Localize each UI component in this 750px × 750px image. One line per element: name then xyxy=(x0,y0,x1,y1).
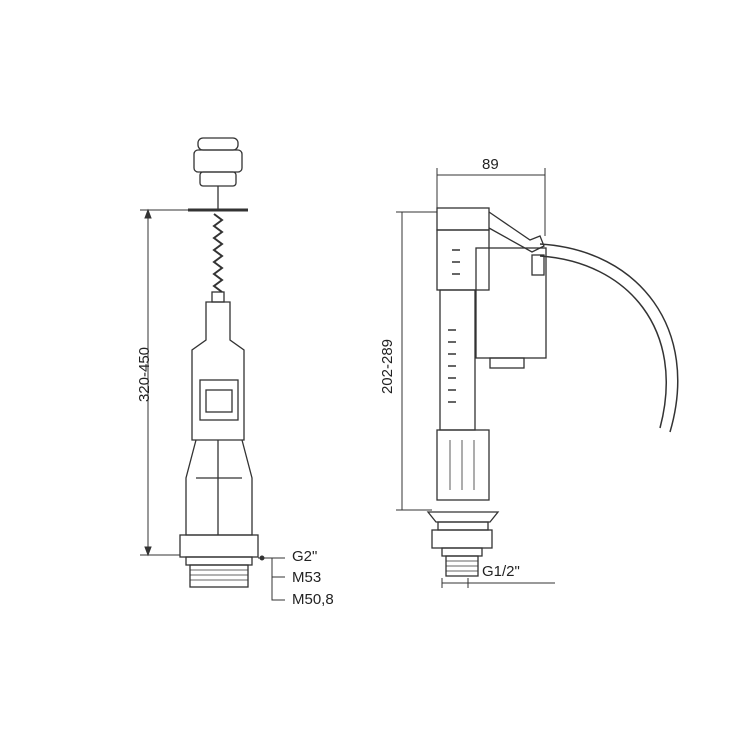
thread-label-m50: M50,8 xyxy=(292,591,334,608)
fill-valve xyxy=(426,207,679,577)
thread-label-g2: G2" xyxy=(292,548,318,565)
thread-label-m53: M53 xyxy=(292,569,322,586)
left-height-label: 320-450 xyxy=(136,346,154,403)
right-width-label: 89 xyxy=(482,156,499,173)
flush-valve xyxy=(179,137,259,588)
left-height-dimension xyxy=(140,208,285,601)
thread-label-g1-2: G1/2" xyxy=(482,563,520,580)
right-dimensions xyxy=(396,168,555,588)
right-height-label: 202-289 xyxy=(379,338,397,395)
